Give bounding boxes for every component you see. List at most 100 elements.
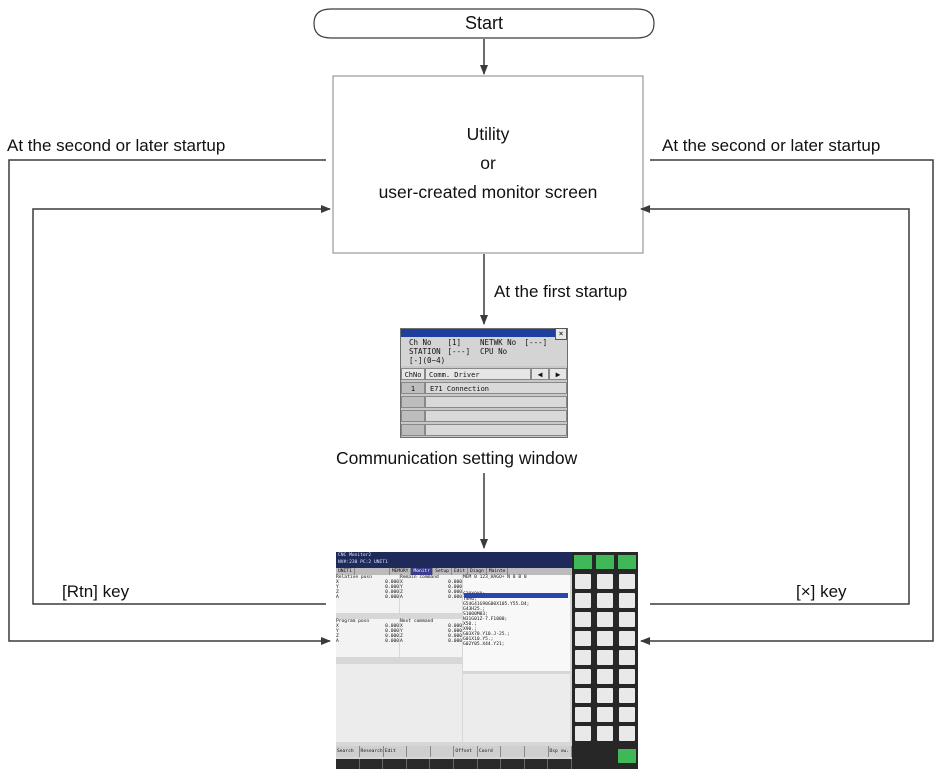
cnc-monitor-screen: CNC Monitor2 NV#:230 PC:2 UNIT1 UNIT1 ME… <box>336 552 572 769</box>
keypad-key[interactable] <box>597 669 613 684</box>
keypad-green-key[interactable] <box>596 555 614 569</box>
softkey-offset[interactable]: Offset <box>454 746 478 757</box>
keypad-key[interactable] <box>575 669 591 684</box>
utility-box <box>332 75 644 254</box>
keypad-key[interactable] <box>619 574 635 589</box>
x-key-label: [×] key <box>796 582 847 601</box>
program-listing: MEM 0 123_HAGO+ N 0 B 0 G28X0Y0; T4M6; G… <box>463 575 570 671</box>
axis-line: Y 0.000 <box>336 585 399 590</box>
table-row[interactable] <box>401 424 567 436</box>
keypad-key[interactable] <box>619 612 635 627</box>
row-chno: 1 <box>401 382 425 394</box>
softkey-edit[interactable]: Edit <box>384 746 408 757</box>
station-value[interactable]: [---] <box>447 347 471 356</box>
keypad-key[interactable] <box>619 593 635 608</box>
bottom-key[interactable] <box>430 759 454 769</box>
edge-second-startup-left <box>8 159 331 645</box>
keypad-key[interactable] <box>597 574 613 589</box>
row-driver <box>425 396 567 408</box>
keypad-key[interactable] <box>575 574 591 589</box>
keypad-key[interactable] <box>597 612 613 627</box>
edge-second-startup-right <box>640 159 934 645</box>
softkey-search[interactable]: Search <box>336 746 360 757</box>
cpu-value[interactable]: [-](0~4) <box>409 356 446 365</box>
table-row[interactable]: 1 E71 Connection <box>401 382 567 394</box>
bottom-key[interactable] <box>454 759 478 769</box>
ch-no-value[interactable]: [1] <box>447 338 462 347</box>
keypad-key[interactable] <box>597 650 613 665</box>
left-arrow-icon[interactable]: ◀ <box>531 368 549 380</box>
tab-mainte[interactable]: Mainte <box>487 568 509 575</box>
keypad-key[interactable] <box>575 688 591 703</box>
softkey-dsp-sw[interactable]: Dsp sw. <box>549 746 572 757</box>
row-chno <box>401 410 425 422</box>
keypad-key[interactable] <box>575 650 591 665</box>
row-driver <box>425 410 567 422</box>
close-icon[interactable]: × <box>555 328 567 340</box>
keypad-key[interactable] <box>597 631 613 646</box>
cnc-tabs: UNIT1 MEMORY Monitr Setup Edit Diagn Mai… <box>336 568 572 575</box>
bottom-key[interactable] <box>548 759 572 769</box>
softkey-blank[interactable] <box>431 746 455 757</box>
keypad-key[interactable] <box>575 726 591 741</box>
softkey-blank[interactable] <box>525 746 549 757</box>
bottom-key[interactable] <box>407 759 431 769</box>
bottom-key[interactable] <box>501 759 525 769</box>
keypad-key[interactable] <box>619 631 635 646</box>
keypad-key[interactable] <box>619 688 635 703</box>
comm-window-caption: Communication setting window <box>336 448 578 468</box>
start-label: Start <box>464 13 503 33</box>
bottom-key[interactable] <box>478 759 502 769</box>
bottom-key[interactable] <box>336 759 360 769</box>
softkey-coord[interactable]: Coord <box>478 746 502 757</box>
keypad-key[interactable] <box>575 707 591 722</box>
next-command-label: Next command <box>400 619 434 624</box>
cnc-subtitle: NV#:230 PC:2 UNIT1 <box>338 560 388 565</box>
axis-line: Z 0.000 <box>336 590 399 595</box>
start-terminal <box>313 8 655 39</box>
keypad-key[interactable] <box>597 726 613 741</box>
softkey-blank[interactable] <box>407 746 431 757</box>
rtn-key-label: [Rtn] key <box>62 582 130 601</box>
tab-monitr[interactable]: Monitr <box>411 568 434 575</box>
keypad-key[interactable] <box>619 669 635 684</box>
keypad-green-key[interactable] <box>618 555 636 569</box>
bottom-key[interactable] <box>383 759 407 769</box>
keypad-key[interactable] <box>575 612 591 627</box>
comm-window-info: Ch No [1] NETWK No [---] STATION [---] C… <box>401 337 567 366</box>
utility-label: Utility or user-created monitor screen <box>333 120 643 207</box>
softkey-research[interactable]: Research <box>360 746 384 757</box>
first-startup-label: At the first startup <box>494 282 628 301</box>
keypad-green-key[interactable] <box>574 555 592 569</box>
edge-x-key <box>640 205 910 605</box>
tab-setup[interactable]: Setup <box>433 568 452 575</box>
keypad-key[interactable] <box>597 593 613 608</box>
right-arrow-icon[interactable]: ▶ <box>549 368 567 380</box>
table-row[interactable] <box>401 410 567 422</box>
remain-command-panel: Remain command X 0.000 Y 0.000 Z 0.000 A… <box>400 575 462 613</box>
softkey-bar: Search Research Edit Offset Coord Dsp sw… <box>336 746 572 757</box>
input-key[interactable] <box>618 749 636 763</box>
tab-diagn[interactable]: Diagn <box>468 568 487 575</box>
keypad-key[interactable] <box>619 650 635 665</box>
keypad-key[interactable] <box>619 726 635 741</box>
bottom-key[interactable] <box>525 759 549 769</box>
keypad-key[interactable] <box>575 631 591 646</box>
table-row[interactable] <box>401 396 567 408</box>
next-command-panel: Next command X 0.000 Y 0.000 Z 0.000 A 0… <box>400 619 462 657</box>
keypad-key[interactable] <box>619 707 635 722</box>
tab-memory[interactable]: MEMORY <box>390 568 412 575</box>
tab-blank[interactable] <box>355 568 390 575</box>
axis-line: Y 0.000 <box>400 585 462 590</box>
bottom-key[interactable] <box>360 759 384 769</box>
softkey-blank[interactable] <box>501 746 525 757</box>
netwk-value[interactable]: [---] <box>524 338 548 347</box>
relative-posn-label: Relative posn <box>336 575 372 580</box>
keypad-key[interactable] <box>597 688 613 703</box>
tab-edit[interactable]: Edit <box>452 568 468 575</box>
utility-line-3: user-created monitor screen <box>378 182 598 202</box>
comm-window-titlebar: × <box>401 328 567 340</box>
tab-unit1[interactable]: UNIT1 <box>336 568 355 575</box>
keypad-key[interactable] <box>575 593 591 608</box>
keypad-key[interactable] <box>597 707 613 722</box>
